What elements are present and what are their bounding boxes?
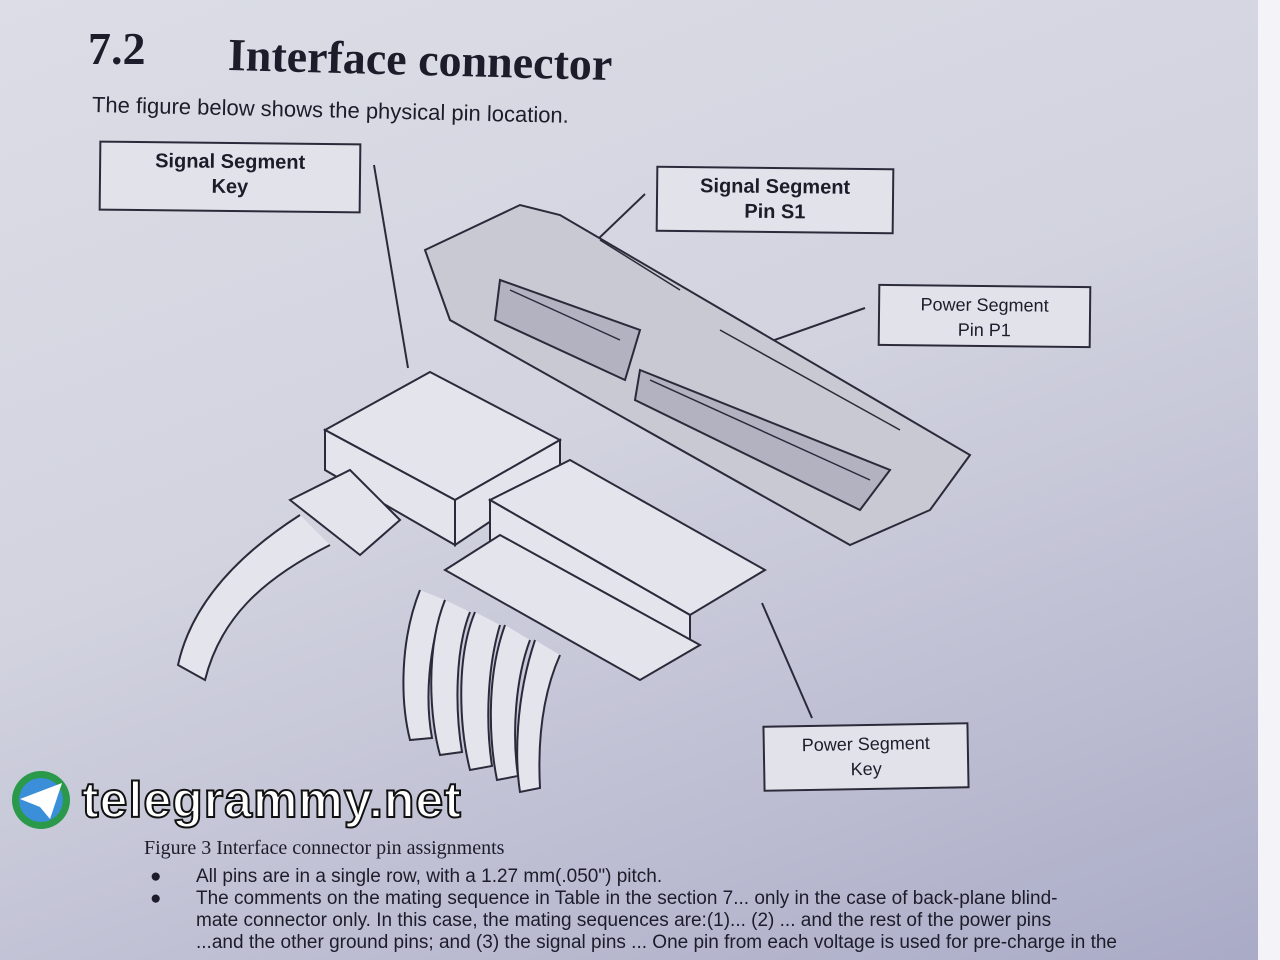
receptacle-connector xyxy=(423,203,972,547)
label-line: Key xyxy=(850,758,882,780)
receptacle-pins xyxy=(509,239,901,481)
bullet-item: ● The comments on the mating sequence in … xyxy=(150,888,1117,910)
watermark: telegrammy.net xyxy=(10,768,462,832)
bullet-text: All pins are in a single row, with a 1.2… xyxy=(196,866,663,887)
bullet-text: mate connector only. In this case, the m… xyxy=(196,910,1052,931)
bullet-item: mate connector only. In this case, the m… xyxy=(150,910,1117,932)
screen-edge xyxy=(1258,0,1280,960)
label-line: Key xyxy=(211,175,249,199)
label-line: Signal Segment xyxy=(155,150,306,174)
telegram-globe-icon xyxy=(12,771,70,829)
bullet-list: ● All pins are in a single row, with a 1.… xyxy=(150,866,1117,954)
label-line: Power Segment xyxy=(920,294,1049,316)
label-line: Pin P1 xyxy=(957,319,1011,341)
bullet-item: ...and the other ground pins; and (3) th… xyxy=(150,932,1117,954)
section-number: 7.2 xyxy=(88,23,146,74)
label-power-segment-key: Power Segment Key xyxy=(762,722,970,792)
bullet-text: ...and the other ground pins; and (3) th… xyxy=(196,932,1117,953)
label-signal-segment-key: Signal Segment Key xyxy=(98,140,362,214)
bullet-icon: ● xyxy=(150,866,162,887)
bullet-item: ● All pins are in a single row, with a 1.… xyxy=(150,866,1117,888)
power-plug xyxy=(402,458,767,794)
label-line: Pin S1 xyxy=(744,200,806,224)
leader-line xyxy=(761,602,813,719)
label-signal-segment-pin-s1: Signal Segment Pin S1 xyxy=(655,165,895,235)
figure-caption: Figure 3 Interface connector pin assignm… xyxy=(144,837,505,859)
bullet-icon: ● xyxy=(150,888,162,909)
label-power-segment-pin-p1: Power Segment Pin P1 xyxy=(877,283,1092,349)
watermark-text: telegrammy.net xyxy=(81,771,462,829)
label-line: Signal Segment xyxy=(700,175,851,199)
leader-line xyxy=(373,164,409,369)
bullet-text: The comments on the mating sequence in T… xyxy=(196,888,1058,909)
label-line: Power Segment xyxy=(801,732,930,756)
